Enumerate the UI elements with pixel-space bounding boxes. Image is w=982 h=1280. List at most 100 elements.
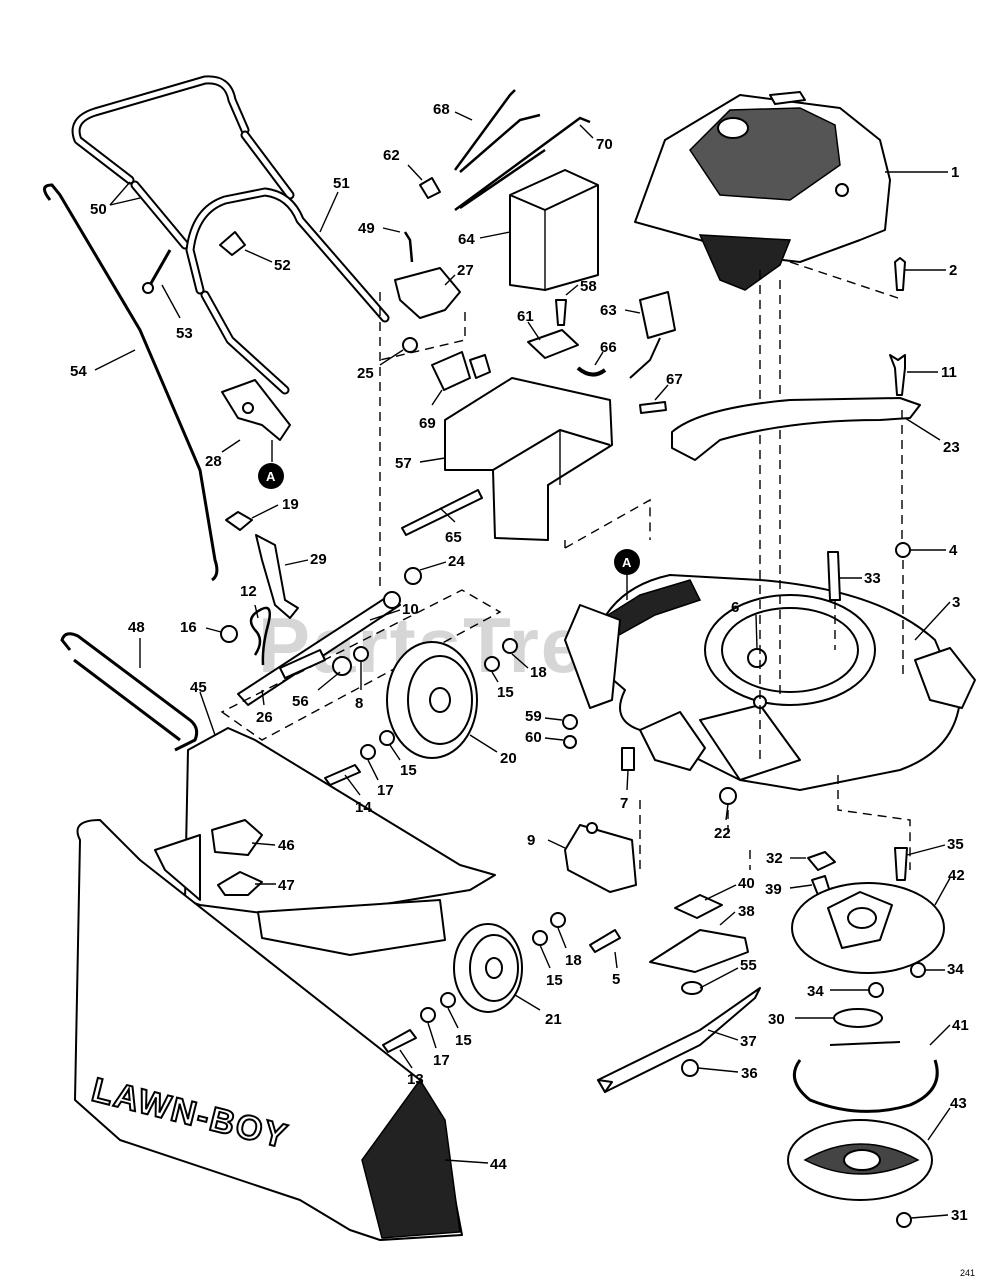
label-29: 29 xyxy=(310,551,327,568)
height-adjuster xyxy=(564,824,637,893)
nut-31 xyxy=(896,1212,912,1228)
label-45: 45 xyxy=(190,679,207,696)
handle-bracket xyxy=(221,379,291,441)
label-30: 30 xyxy=(768,1011,785,1028)
label-18a: 18 xyxy=(530,664,547,681)
label-37: 37 xyxy=(740,1033,757,1050)
label-1: 1 xyxy=(951,164,959,181)
upper-handle xyxy=(71,75,295,250)
ref-marker-a-deck: A xyxy=(614,549,640,600)
label-14: 14 xyxy=(355,799,372,816)
label-28: 28 xyxy=(205,453,222,470)
label-43: 43 xyxy=(950,1095,967,1112)
label-2: 2 xyxy=(949,262,957,279)
label-24: 24 xyxy=(448,553,465,570)
nut-18a xyxy=(502,638,518,654)
charger-plug xyxy=(639,291,676,339)
strap-65 xyxy=(401,489,483,536)
drive-drum xyxy=(791,882,945,974)
svg-text:A: A xyxy=(622,555,632,570)
label-65: 65 xyxy=(445,529,462,546)
bolt-14 xyxy=(324,764,361,786)
label-50: 50 xyxy=(90,201,107,218)
engine xyxy=(634,91,891,291)
washer-17a xyxy=(360,744,376,760)
label-52: 52 xyxy=(274,257,291,274)
label-15c: 15 xyxy=(546,972,563,989)
label-68: 68 xyxy=(433,101,450,118)
bolt-2 xyxy=(894,257,906,291)
plate-40 xyxy=(674,894,723,919)
label-15a: 15 xyxy=(497,684,514,701)
key-32 xyxy=(807,851,836,871)
label-39: 39 xyxy=(765,881,782,898)
battery xyxy=(509,169,599,291)
label-10: 10 xyxy=(402,601,419,618)
chute-clip xyxy=(217,871,263,896)
svg-text:A: A xyxy=(266,469,276,484)
label-35: 35 xyxy=(947,836,964,853)
nut-34a xyxy=(868,982,884,998)
label-17a: 17 xyxy=(377,782,394,799)
label-22: 22 xyxy=(714,825,731,842)
retaining-ring xyxy=(792,1059,939,1113)
label-60: 60 xyxy=(525,729,542,746)
key-switch xyxy=(431,351,471,391)
label-11: 11 xyxy=(941,364,957,381)
clip-66 xyxy=(576,366,607,377)
label-13: 13 xyxy=(407,1071,424,1088)
corner-code: 241 xyxy=(960,1268,975,1278)
bolt-13 xyxy=(382,1029,417,1053)
label-12: 12 xyxy=(240,583,257,600)
label-16: 16 xyxy=(180,619,197,636)
washer-15b xyxy=(379,730,395,746)
label-53: 53 xyxy=(176,325,193,342)
label-20: 20 xyxy=(500,750,517,767)
label-15b: 15 xyxy=(400,762,417,779)
label-31: 31 xyxy=(951,1207,968,1224)
rear-wheel xyxy=(386,641,478,759)
label-59: 59 xyxy=(525,708,542,725)
label-25: 25 xyxy=(357,365,374,382)
callouts: 1 2 3 4 5 6 7 8 9 10 11 12 13 14 15 15 1… xyxy=(70,101,969,1224)
front-wheel xyxy=(453,923,523,1013)
label-34b: 34 xyxy=(947,961,964,978)
label-21: 21 xyxy=(545,1011,562,1028)
label-26: 26 xyxy=(256,709,273,726)
nut-34b xyxy=(910,962,926,978)
nut-36 xyxy=(681,1059,699,1077)
control-rod xyxy=(43,183,219,582)
label-3: 3 xyxy=(952,594,960,611)
hold-down-70 xyxy=(454,116,591,212)
washer-15a xyxy=(484,656,500,672)
label-33: 33 xyxy=(864,570,881,587)
label-19: 19 xyxy=(282,496,299,513)
clip-62 xyxy=(419,177,441,199)
spring xyxy=(249,606,271,666)
label-58: 58 xyxy=(580,278,597,295)
nut-4 xyxy=(895,542,911,558)
lower-housing xyxy=(787,1119,933,1201)
latch xyxy=(225,511,253,531)
label-63: 63 xyxy=(600,302,617,319)
label-5: 5 xyxy=(612,971,620,988)
label-18b: 18 xyxy=(565,952,582,969)
bag-frame xyxy=(60,632,199,752)
label-47: 47 xyxy=(278,877,295,894)
label-56: 56 xyxy=(292,693,309,710)
label-41: 41 xyxy=(952,1017,969,1034)
washer-15c xyxy=(532,930,548,946)
height-lever xyxy=(255,534,299,619)
washer-15d xyxy=(440,992,456,1008)
chute-plate xyxy=(211,819,263,856)
label-38: 38 xyxy=(738,903,755,920)
label-67 xyxy=(639,401,667,414)
label-67: 67 xyxy=(666,371,683,388)
label-40: 40 xyxy=(738,875,755,892)
nut-60 xyxy=(563,735,577,749)
hold-down-68 xyxy=(453,89,541,173)
bolt-5 xyxy=(589,929,621,953)
label-9: 9 xyxy=(527,832,535,849)
nut-22 xyxy=(719,787,737,805)
label-32: 32 xyxy=(766,850,783,867)
